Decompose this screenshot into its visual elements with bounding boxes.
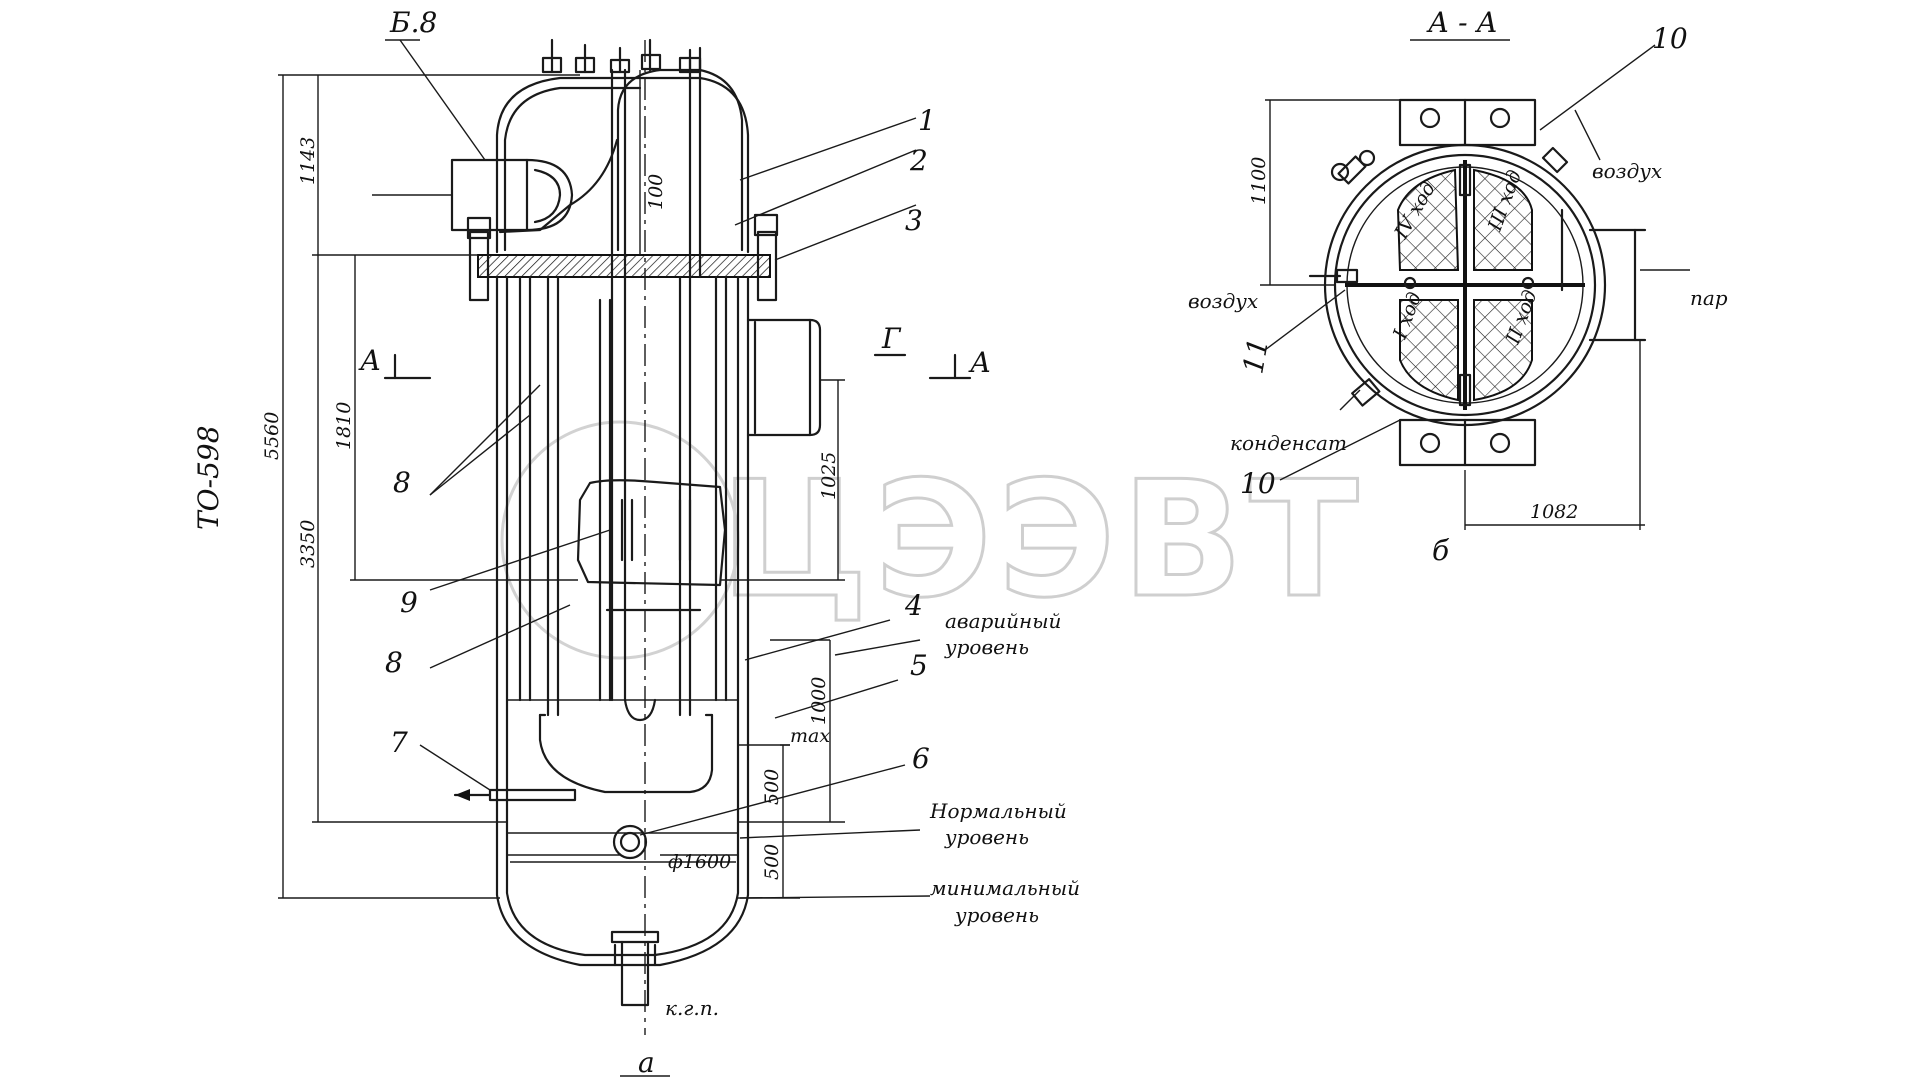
tube-bundle bbox=[518, 40, 728, 1035]
pass-quadrant-3 bbox=[1473, 168, 1533, 271]
doc-code: ТО-598 bbox=[192, 425, 225, 530]
label-11: 11 bbox=[1236, 335, 1275, 376]
support-bottom bbox=[1398, 418, 1537, 467]
note-alarm-level-1: аварийный bbox=[945, 609, 1061, 633]
dim-lower-height: 3350 bbox=[297, 520, 319, 568]
section-mark-a-right: А bbox=[968, 346, 991, 379]
top-nozzles bbox=[541, 38, 702, 74]
dim-height-right: 1100 bbox=[1248, 157, 1270, 205]
label-1: 1 bbox=[918, 104, 936, 137]
view-letter-a: а bbox=[638, 1046, 655, 1079]
note-normal-level-2: уровень bbox=[944, 825, 1029, 849]
support-top bbox=[1398, 98, 1537, 147]
label-7: 7 bbox=[390, 726, 408, 759]
vessel-shell bbox=[495, 275, 750, 967]
note-air-top: воздух bbox=[1592, 159, 1662, 183]
vessel-elevation-view bbox=[372, 38, 822, 1035]
dim-max-band: 500 bbox=[761, 769, 783, 805]
label-6: 6 bbox=[912, 742, 930, 775]
labels-left: 1 2 3 4 5 6 7 8 8 9 Б.8 5560 3350 1143 1… bbox=[192, 6, 1080, 1079]
pass-quadrant-1 bbox=[1399, 299, 1459, 402]
label-10-bottom: 10 bbox=[1240, 467, 1276, 500]
note-air-left: воздух bbox=[1188, 289, 1258, 313]
label-10-top: 10 bbox=[1652, 22, 1688, 55]
air-nozzles bbox=[1308, 146, 1569, 284]
watermark: ЦЭЭВТ bbox=[500, 420, 1364, 660]
dim-mid-height: 1810 bbox=[333, 402, 355, 450]
dim-total-height: 5560 bbox=[261, 412, 283, 460]
watermark-text: ЦЭЭВТ bbox=[720, 446, 1364, 633]
inner-partition bbox=[616, 68, 744, 252]
note-normal-level-1: Нормальный bbox=[929, 799, 1067, 823]
dimension-lines-left bbox=[278, 39, 972, 899]
label-9: 9 bbox=[400, 586, 418, 619]
note-condensate: конденсат bbox=[1230, 431, 1347, 455]
label-3: 3 bbox=[905, 204, 923, 237]
steam-nozzle bbox=[746, 318, 812, 437]
note-min-level-2: уровень bbox=[954, 903, 1039, 927]
dim-min-band: 500 bbox=[761, 844, 783, 880]
inner-baffle bbox=[538, 713, 714, 794]
drain-nozzle bbox=[620, 940, 650, 1007]
inner-window bbox=[576, 479, 727, 587]
dim-alarm-band: 1000 bbox=[808, 677, 830, 725]
pipe-7 bbox=[488, 788, 577, 802]
label-4: 4 bbox=[904, 589, 923, 622]
section-mark-g: Г bbox=[881, 322, 902, 355]
label-5: 5 bbox=[910, 649, 928, 682]
label-b8: Б.8 bbox=[389, 6, 437, 39]
label-8a: 8 bbox=[393, 466, 411, 499]
dim-steam-nozzle: 1025 bbox=[818, 452, 840, 500]
dim-top-height: 1143 bbox=[297, 137, 319, 185]
pass-quadrant-4 bbox=[1396, 168, 1460, 271]
section-mark-a-left: А bbox=[358, 344, 381, 377]
note-steam: пар bbox=[1690, 286, 1728, 310]
dim-max-label: max bbox=[790, 725, 830, 747]
label-2: 2 bbox=[909, 144, 928, 177]
dim-width-right: 1082 bbox=[1530, 501, 1578, 523]
section-a-a-view: А - А 10 10 11 1100 1082 воздух воздух п… bbox=[1188, 6, 1728, 567]
note-alarm-level-2: уровень bbox=[944, 635, 1029, 659]
water-box-shell bbox=[495, 76, 750, 254]
label-8b: 8 bbox=[385, 646, 403, 679]
dim-inner: 100 bbox=[645, 174, 667, 210]
view-letter-b: б bbox=[1432, 534, 1450, 567]
condensate-nozzle bbox=[1351, 378, 1381, 407]
note-min-level-1: минимальный bbox=[930, 876, 1080, 900]
note-drain: к.г.п. bbox=[665, 996, 719, 1020]
dim-diameter: ф1600 bbox=[668, 851, 731, 873]
steam-inlet bbox=[1588, 228, 1637, 342]
pass-quadrant-2 bbox=[1473, 299, 1533, 402]
section-title: А - А bbox=[1426, 6, 1498, 39]
